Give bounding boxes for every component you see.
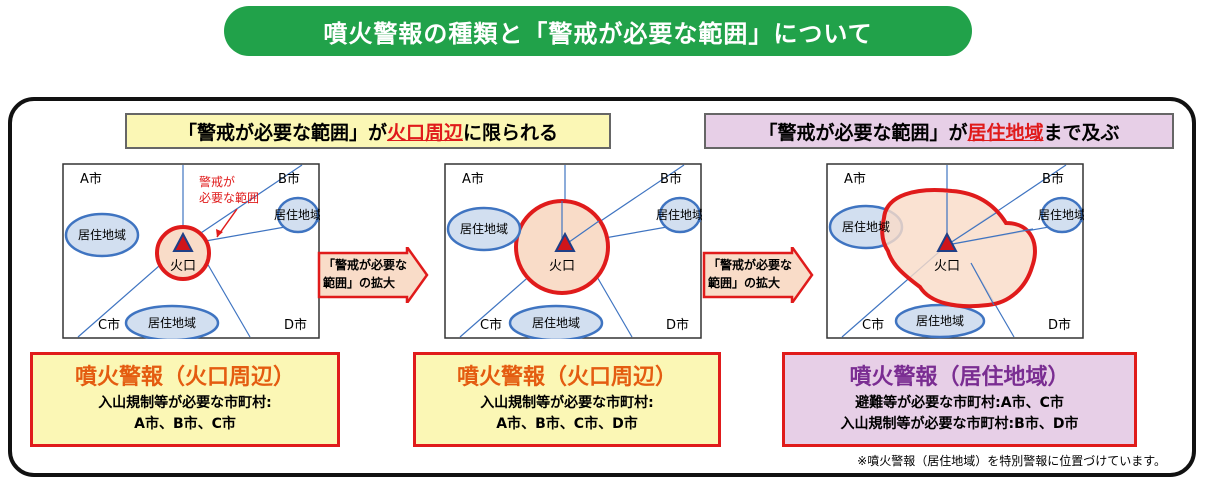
arrow-label-line1: 「警戒が必要な	[323, 257, 407, 272]
banner-left-pre: 「警戒が必要な範囲」が	[177, 121, 387, 144]
residential-area-c	[508, 304, 604, 339]
city-a-label: A市	[80, 171, 102, 187]
city-b-label: B市	[660, 171, 682, 187]
banner-residential-area: 「警戒が必要な範囲」が居住地域まで及ぶ	[704, 113, 1174, 149]
callout-text-line2: 必要な範囲	[199, 190, 259, 205]
warning-title-paren: （火口周辺）	[545, 365, 678, 390]
footnote: ※噴火警報（居住地域）を特別警報に位置づけています。	[857, 454, 1166, 468]
arrow-label-line1: 「警戒が必要な	[708, 257, 792, 272]
boundary-line	[946, 212, 997, 246]
residential-label: 居住地域	[656, 208, 702, 222]
alert-zone	[155, 225, 211, 281]
city-c-label: C市	[480, 317, 502, 333]
volcano-triangle-icon	[936, 231, 958, 252]
residential-area-c	[894, 303, 986, 339]
boundary-line	[182, 164, 303, 246]
warning-title: 噴火警報（火口周辺）	[33, 363, 337, 393]
city-b-label: B市	[278, 171, 300, 187]
volcano-triangle-icon	[554, 231, 576, 252]
boundary-line	[206, 262, 251, 338]
map-crater-expanded: 火口 居住地域 居住地域 居住地域 A市 B市 C市 D市	[444, 163, 702, 339]
warning-title-paren: （居住地域）	[937, 365, 1070, 390]
boundary-line	[970, 262, 995, 306]
banner-right-pre: 「警戒が必要な範囲」が	[758, 121, 968, 144]
arrow-right-icon: 「警戒が必要な 範囲」の拡大	[702, 247, 814, 303]
warning-title-main: 噴火警報	[456, 365, 545, 390]
city-d-label: D市	[1048, 317, 1071, 333]
warning-line: 入山規制等が必要な市町村:	[480, 395, 654, 411]
crater-label: 火口	[549, 259, 575, 274]
map-crater-small: 火口 居住地域 居住地域 居住地域 A市 B市 C市 D市 警戒が 必要な範囲	[62, 163, 320, 339]
volcano-triangle-icon	[172, 231, 194, 252]
crater-label: 火口	[170, 259, 196, 274]
residential-label: 居住地域	[460, 222, 508, 236]
warning-box-crater-2: 噴火警報（火口周辺） 入山規制等が必要な市町村: A市、B市、C市、D市	[413, 352, 721, 447]
arrow-label-line2: 範囲」の拡大	[708, 275, 780, 290]
residential-label: 居住地域	[148, 316, 196, 330]
page-title: 噴火警報の種類と「警戒が必要な範囲」について	[224, 6, 972, 56]
residential-area-a	[446, 206, 522, 252]
crater-label: 火口	[934, 259, 960, 274]
residential-label: 居住地域	[1038, 208, 1084, 222]
city-b-label: B市	[1042, 171, 1064, 187]
city-d-label: D市	[284, 317, 307, 333]
residential-label: 居住地域	[274, 208, 320, 222]
warning-title: 噴火警報（火口周辺）	[416, 363, 718, 393]
arrow-shape	[702, 247, 814, 303]
diagram-frame	[8, 97, 1196, 477]
warning-line: 避難等が必要な市町村:A市、C市	[855, 395, 1064, 411]
residential-area-a	[64, 212, 140, 258]
residential-label: 居住地域	[532, 316, 580, 330]
city-d-label: D市	[666, 317, 689, 333]
city-c-label: C市	[862, 317, 884, 333]
warning-line: 入山規制等が必要な市町村:	[98, 395, 272, 411]
alert-zone	[880, 188, 1037, 309]
arrow-shape	[317, 247, 429, 303]
city-a-label: A市	[844, 171, 866, 187]
residential-area-b	[1040, 196, 1084, 234]
callout-arrowhead	[216, 229, 223, 237]
warning-title-main: 噴火警報	[74, 365, 163, 390]
warning-box-residential: 噴火警報（居住地域） 避難等が必要な市町村:A市、C市 入山規制等が必要な市町村…	[782, 352, 1137, 447]
warning-title-paren: （火口周辺）	[163, 365, 296, 390]
arrow-label-line2: 範囲」の拡大	[323, 275, 395, 290]
city-a-label: A市	[462, 171, 484, 187]
warning-line: A市、B市、C市、D市	[496, 416, 638, 432]
warning-title-main: 噴火警報	[849, 365, 938, 390]
warning-title: 噴火警報（居住地域）	[785, 363, 1134, 393]
warning-box-crater-1: 噴火警報（火口周辺） 入山規制等が必要な市町村: A市、B市、C市	[30, 352, 340, 447]
boundary-line	[946, 228, 1034, 246]
warning-line: A市、B市、C市	[134, 416, 236, 432]
residential-area-c	[124, 304, 220, 339]
banner-right-post: まで及ぶ	[1043, 121, 1120, 144]
residential-label: 居住地域	[842, 220, 890, 234]
warning-line: 入山規制等が必要な市町村:B市、D市	[840, 416, 1079, 432]
banner-left-post: に限られる	[463, 121, 559, 144]
banner-crater-area: 「警戒が必要な範囲」が火口周辺に限られる	[125, 113, 611, 149]
map-residential-area: 火口 居住地域 居住地域 居住地域 A市 B市 C市 D市	[826, 163, 1084, 339]
banner-right-highlight: 居住地域	[967, 121, 1044, 144]
residential-label: 居住地域	[78, 228, 126, 242]
residential-area-b	[276, 196, 320, 234]
city-c-label: C市	[98, 317, 120, 333]
arrow-right-icon: 「警戒が必要な 範囲」の拡大	[317, 247, 429, 303]
residential-label: 居住地域	[916, 314, 964, 328]
banner-left-highlight: 火口周辺	[386, 121, 463, 144]
callout-text-line1: 警戒が	[199, 174, 235, 189]
residential-area-b	[658, 196, 702, 234]
